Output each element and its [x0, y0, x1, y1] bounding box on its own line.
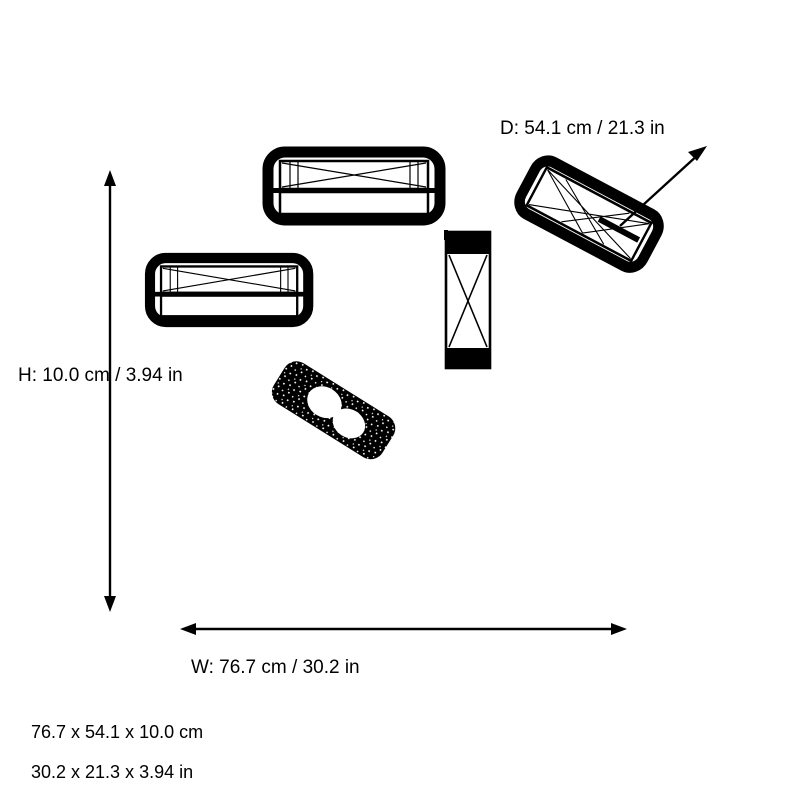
summary-imperial-text: 30.2 x 21.3 x 3.94 in — [31, 762, 193, 782]
height-dimension-label: H: 10.0 cm / 3.94 in — [18, 365, 183, 386]
object-tray-left — [150, 258, 308, 322]
object-speckled-bar — [271, 361, 396, 460]
depth-arrow — [619, 146, 707, 227]
width-dimension-label: W: 76.7 cm / 30.2 in — [191, 657, 360, 678]
object-group — [150, 152, 664, 460]
width-arrow — [180, 623, 627, 635]
summary-metric-text: 76.7 x 54.1 x 10.0 cm — [31, 722, 203, 742]
depth-dimension-label: D: 54.1 cm / 21.3 in — [500, 118, 665, 139]
height-arrow — [104, 170, 116, 612]
summary-block: 76.7 x 54.1 x 10.0 cm 30.2 x 21.3 x 3.94… — [31, 722, 203, 782]
object-panel-vertical — [444, 230, 492, 370]
dimension-labels: H: 10.0 cm / 3.94 in W: 76.7 cm / 30.2 i… — [18, 118, 665, 678]
object-tray-rotated — [514, 155, 664, 273]
object-tray-upper — [268, 152, 440, 220]
dimension-arrows — [104, 146, 707, 635]
